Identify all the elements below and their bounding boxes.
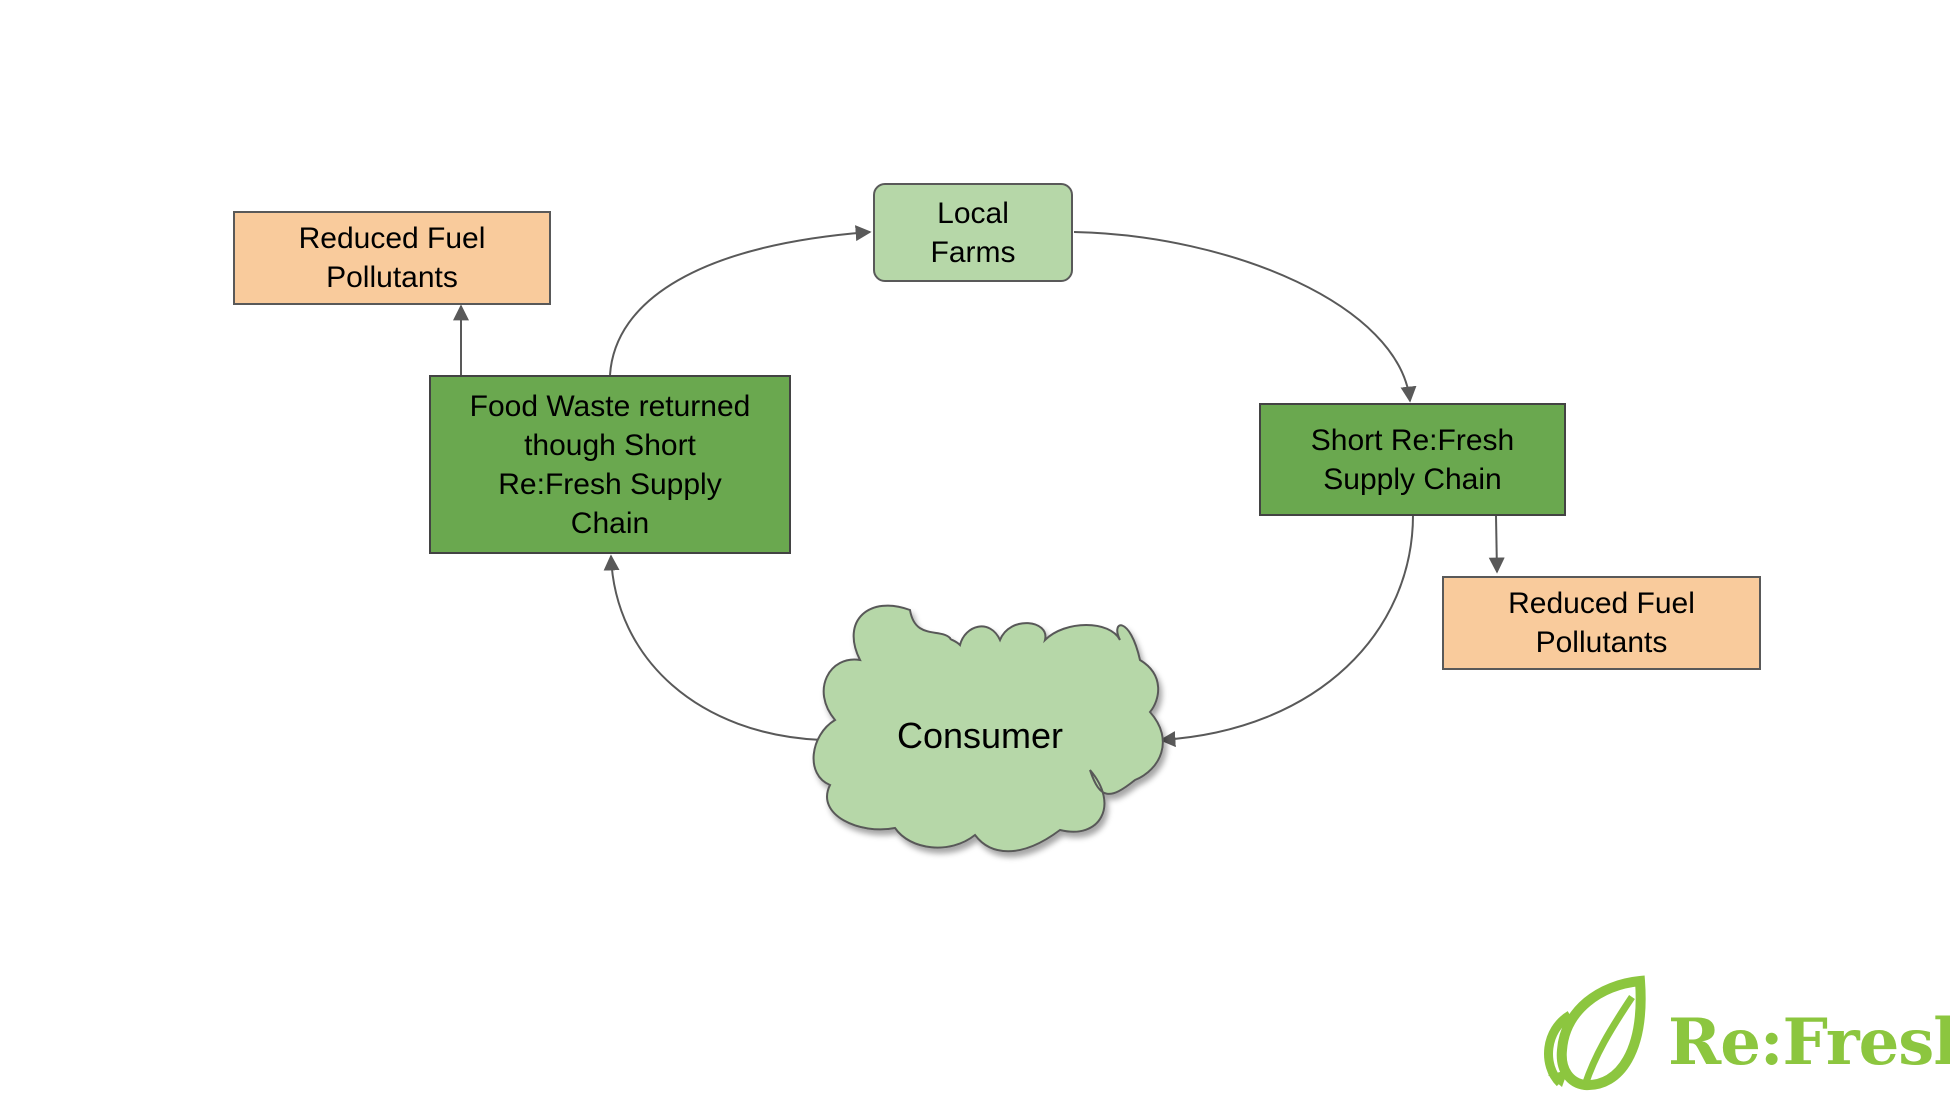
reduced-fuel-right-label: Reduced Fuel Pollutants	[1508, 587, 1695, 659]
leaf-icon	[1544, 975, 1646, 1091]
reduced-fuel-right-node[interactable]: Reduced Fuel Pollutants	[1442, 576, 1761, 670]
arrow-farms-to-chain	[1073, 231, 1417, 403]
arrow-chain-to-consumer	[1159, 514, 1414, 748]
local-farms-node[interactable]: Local Farms	[873, 183, 1073, 282]
consumer-label: Consumer	[896, 715, 1064, 756]
supply-chain-node[interactable]: Short Re:Fresh Supply Chain	[1259, 403, 1566, 516]
arrow-waste-to-farms	[609, 225, 872, 376]
logo-wordmark: Re:Fresh	[1668, 1005, 1950, 1080]
consumer-cloud-shape	[812, 604, 1164, 853]
arrow-consumer-to-waste	[603, 554, 823, 741]
food-waste-node[interactable]: Food Waste returned though Short Re:Fres…	[429, 375, 791, 554]
reduced-fuel-left-node[interactable]: Reduced Fuel Pollutants	[233, 211, 551, 305]
supply-chain-label: Short Re:Fresh Supply Chain	[1310, 423, 1515, 496]
reduced-fuel-left-label: Reduced Fuel Pollutants	[298, 222, 486, 294]
local-farms-label: Local Farms	[930, 196, 1016, 269]
refresh-logo: Re:Fresh	[1540, 975, 1950, 1095]
food-waste-label: Food Waste returned though Short Re:Fres…	[469, 389, 751, 540]
arrow-chain-to-fuel	[1488, 515, 1505, 574]
